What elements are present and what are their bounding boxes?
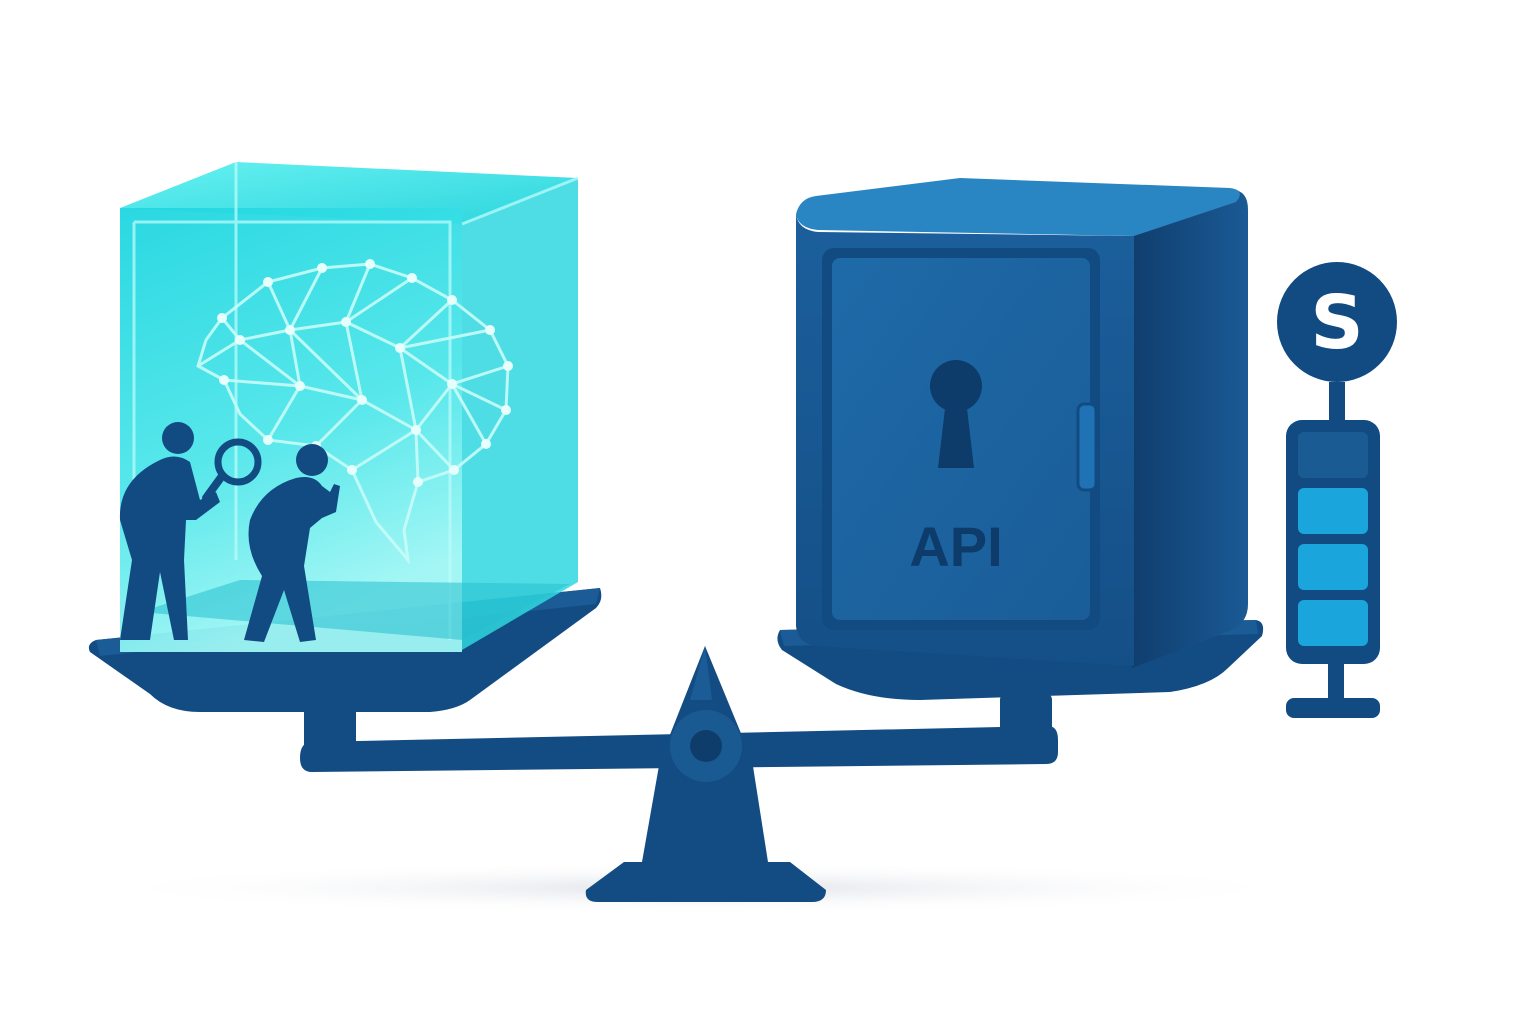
fulcrum-base [585, 862, 826, 902]
keyhole-icon [930, 360, 982, 468]
glass-cube-edges [132, 162, 579, 640]
safe-handle[interactable] [1076, 402, 1098, 492]
brain-network-nodes [217, 259, 513, 487]
coin-icon [1277, 262, 1397, 382]
safe-top [796, 178, 1240, 236]
meter-connector [1329, 382, 1345, 422]
glass-cube [120, 162, 579, 652]
person-observing [244, 444, 340, 642]
meter-segment [1298, 432, 1368, 478]
fulcrum-pivot [690, 730, 722, 762]
meter-segment [1298, 600, 1368, 646]
safe-api-label: API [909, 515, 1002, 578]
glass-cube-side [462, 178, 578, 650]
glass-cube-floor [140, 580, 570, 640]
magnifying-glass-icon [202, 438, 262, 502]
fulcrum-highlight [690, 646, 712, 700]
person-with-magnifier [119, 422, 220, 640]
meter-segments [1298, 432, 1368, 646]
researcher-figures [119, 422, 340, 642]
api-safe: API [796, 178, 1248, 668]
coin-symbol: S [1310, 280, 1363, 366]
price-meter: S [1277, 262, 1397, 718]
meter-segment [1298, 488, 1368, 534]
balance-scale [300, 646, 1058, 902]
meter-stem [1328, 662, 1344, 706]
meter-base [1286, 698, 1380, 718]
safe-side [1132, 190, 1248, 668]
meter-segment [1298, 544, 1368, 590]
